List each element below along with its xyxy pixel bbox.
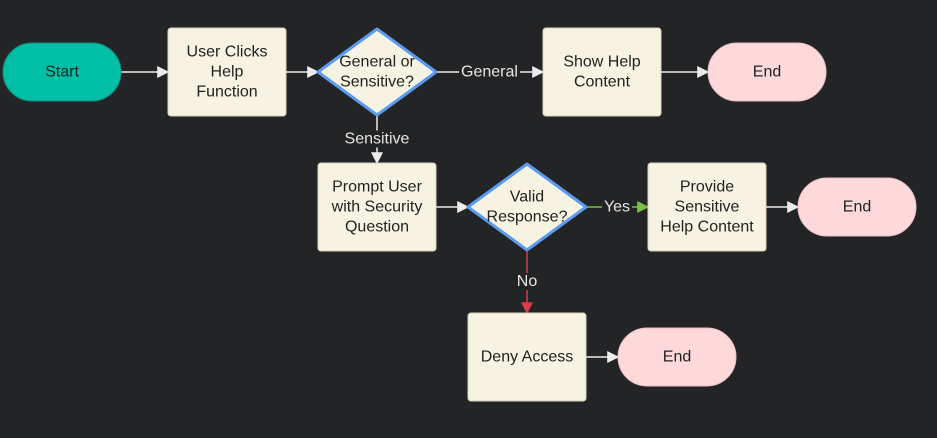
edge-label-sensitive: Sensitive: [345, 131, 410, 148]
node-show-help-shape: [542, 27, 662, 117]
node-end-2-label: End: [843, 199, 871, 216]
node-user-clicks-label: Help: [211, 64, 244, 81]
node-provide-sensitive-label: Sensitive: [675, 199, 740, 216]
node-prompt-user-shape: [317, 162, 437, 252]
node-prompt-user-label: Question: [345, 219, 409, 236]
node-start-shape: [2, 42, 122, 102]
node-end-3-shape: [617, 327, 737, 387]
node-general-or-sensitive: General or Sensitive?: [316, 27, 438, 117]
node-start: Start: [2, 42, 122, 102]
node-show-help-label: Show Help: [563, 54, 640, 71]
node-provide-sensitive-label: Help Content: [660, 219, 754, 236]
node-user-clicks-label: Function: [196, 84, 257, 101]
node-deny-access-shape: [467, 312, 587, 402]
node-general-or-sensitive-label: Sensitive?: [340, 74, 414, 91]
node-valid-response-label: Valid: [510, 189, 544, 206]
node-valid-response-label: Response?: [487, 209, 568, 226]
node-general-or-sensitive-label: General or: [339, 54, 415, 71]
node-end-3-label: End: [663, 349, 691, 366]
edge-label-general: General: [461, 64, 518, 81]
node-prompt-user-label: Prompt User: [332, 179, 422, 196]
node-provide-sensitive-label: Provide: [680, 179, 734, 196]
node-end-1-shape: [707, 42, 827, 102]
node-show-help-label: Content: [574, 74, 631, 91]
node-general-or-sensitive-shape: [316, 27, 438, 117]
node-start-label: Start: [45, 64, 79, 81]
node-valid-response-shape: [466, 162, 588, 252]
edge-label-yes: Yes: [604, 199, 630, 216]
node-end-3: End: [617, 327, 737, 387]
node-end-2: End: [797, 177, 917, 237]
edge-label-background: [342, 130, 412, 148]
node-prompt-user-label: with Security: [331, 199, 423, 216]
edge-label-background: [514, 273, 540, 290]
node-end-1: End: [707, 42, 827, 102]
edge-label-background: [601, 198, 633, 216]
node-deny-access: Deny Access: [467, 312, 587, 402]
node-provide-sensitive-shape: [647, 162, 767, 252]
edge-label-background: [459, 63, 520, 81]
node-end-1-label: End: [753, 64, 781, 81]
edge-label-no: No: [517, 273, 538, 290]
node-user-clicks-shape: [167, 27, 287, 117]
node-deny-access-label: Deny Access: [481, 349, 573, 366]
node-end-2-shape: [797, 177, 917, 237]
node-user-clicks-label: User Clicks: [187, 44, 268, 61]
